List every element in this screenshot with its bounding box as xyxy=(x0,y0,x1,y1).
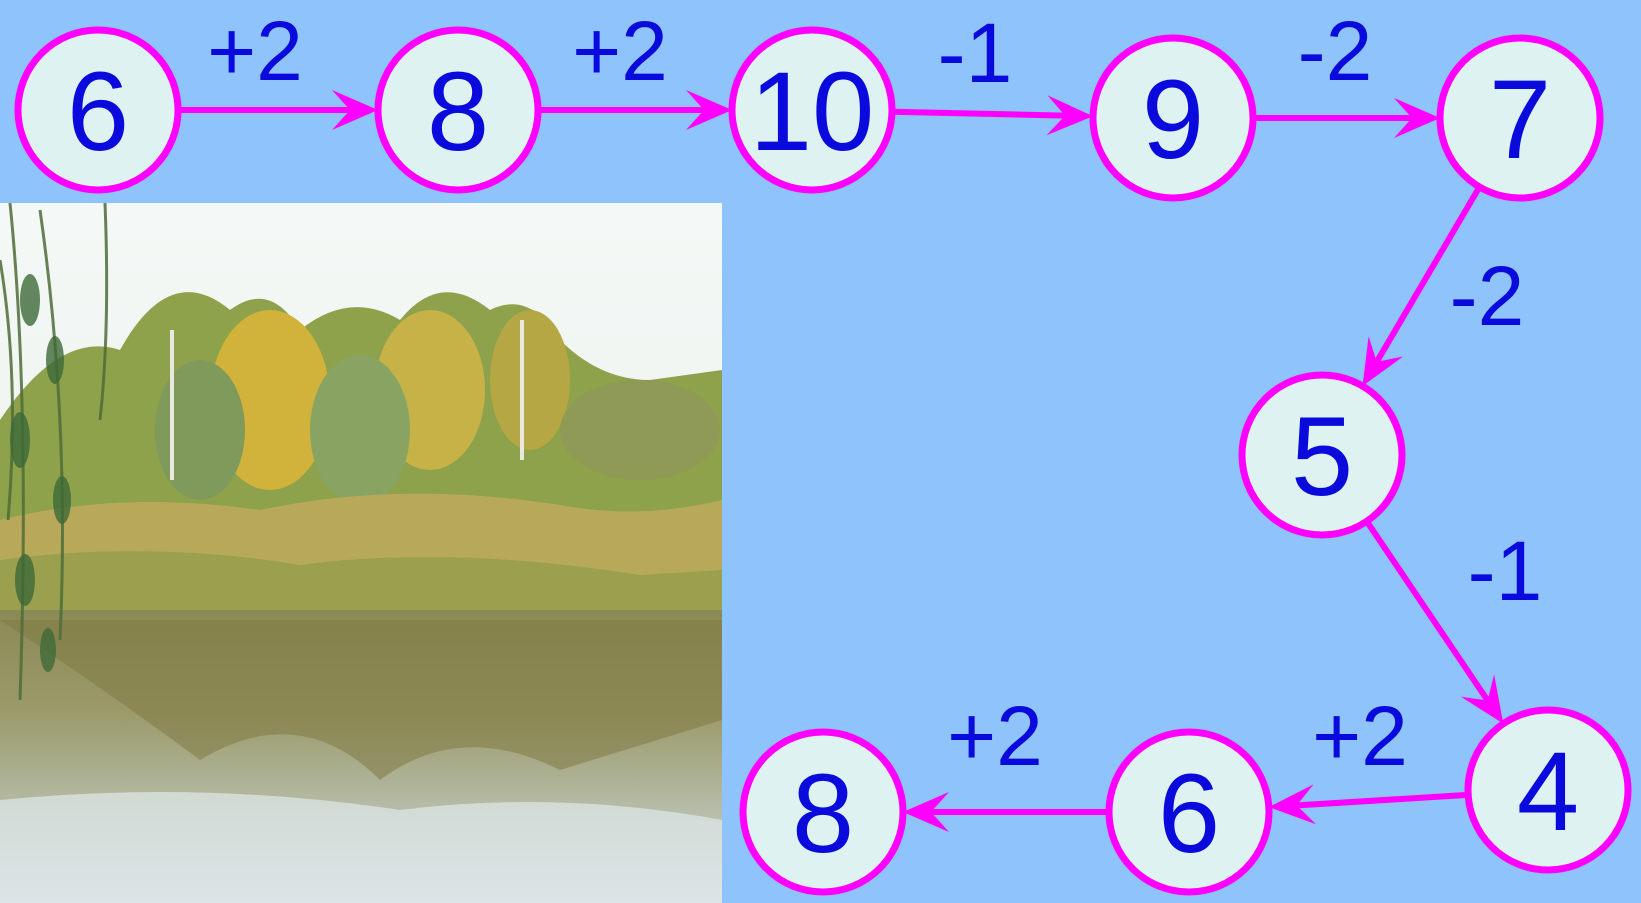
node-value-1: 6 xyxy=(67,49,129,174)
operation-label-6: -1 xyxy=(1468,524,1543,618)
node-value-8: 6 xyxy=(1158,751,1220,876)
number-node-4: 9 xyxy=(1089,34,1257,202)
node-value-4: 9 xyxy=(1142,57,1204,182)
arrow-6 xyxy=(1363,518,1504,724)
operation-label-5: -2 xyxy=(1450,249,1525,343)
number-node-9: 8 xyxy=(739,728,907,896)
arrow-4 xyxy=(1250,98,1440,138)
arrow-5 xyxy=(1362,183,1483,387)
number-node-1: 6 xyxy=(14,26,182,194)
node-value-9: 8 xyxy=(792,751,854,876)
node-value-3: 10 xyxy=(750,49,875,174)
node-value-7: 4 xyxy=(1517,729,1579,854)
operation-label-3: -1 xyxy=(938,6,1013,100)
operation-label-8: +2 xyxy=(947,689,1043,783)
arrow-2 xyxy=(535,90,732,130)
arrow-1 xyxy=(175,90,378,130)
chain-nodes: 6 8 10 9 7 5 4 6 8 xyxy=(14,26,1632,896)
operation-label-7: +2 xyxy=(1312,689,1408,783)
arrow-3 xyxy=(888,95,1094,136)
chain-arrows xyxy=(175,90,1504,832)
node-value-2: 8 xyxy=(427,49,489,174)
number-node-5: 7 xyxy=(1436,34,1604,202)
operation-label-4: -2 xyxy=(1298,4,1373,98)
number-node-7: 4 xyxy=(1464,706,1632,874)
node-value-6: 5 xyxy=(1291,394,1353,519)
operation-label-1: +2 xyxy=(207,4,303,98)
operation-label-2: +2 xyxy=(572,4,668,98)
arrow-8 xyxy=(903,792,1112,832)
number-node-8: 6 xyxy=(1105,728,1273,896)
number-node-3: 10 xyxy=(728,26,896,194)
number-node-2: 8 xyxy=(374,26,542,194)
number-node-6: 5 xyxy=(1238,371,1406,539)
autumn-pond-photo-icon xyxy=(0,203,722,903)
operation-labels: +2 +2 -1 -2 -2 -1 +2 +2 xyxy=(207,4,1542,783)
arrow-7 xyxy=(1268,784,1472,825)
node-value-5: 7 xyxy=(1489,57,1551,182)
